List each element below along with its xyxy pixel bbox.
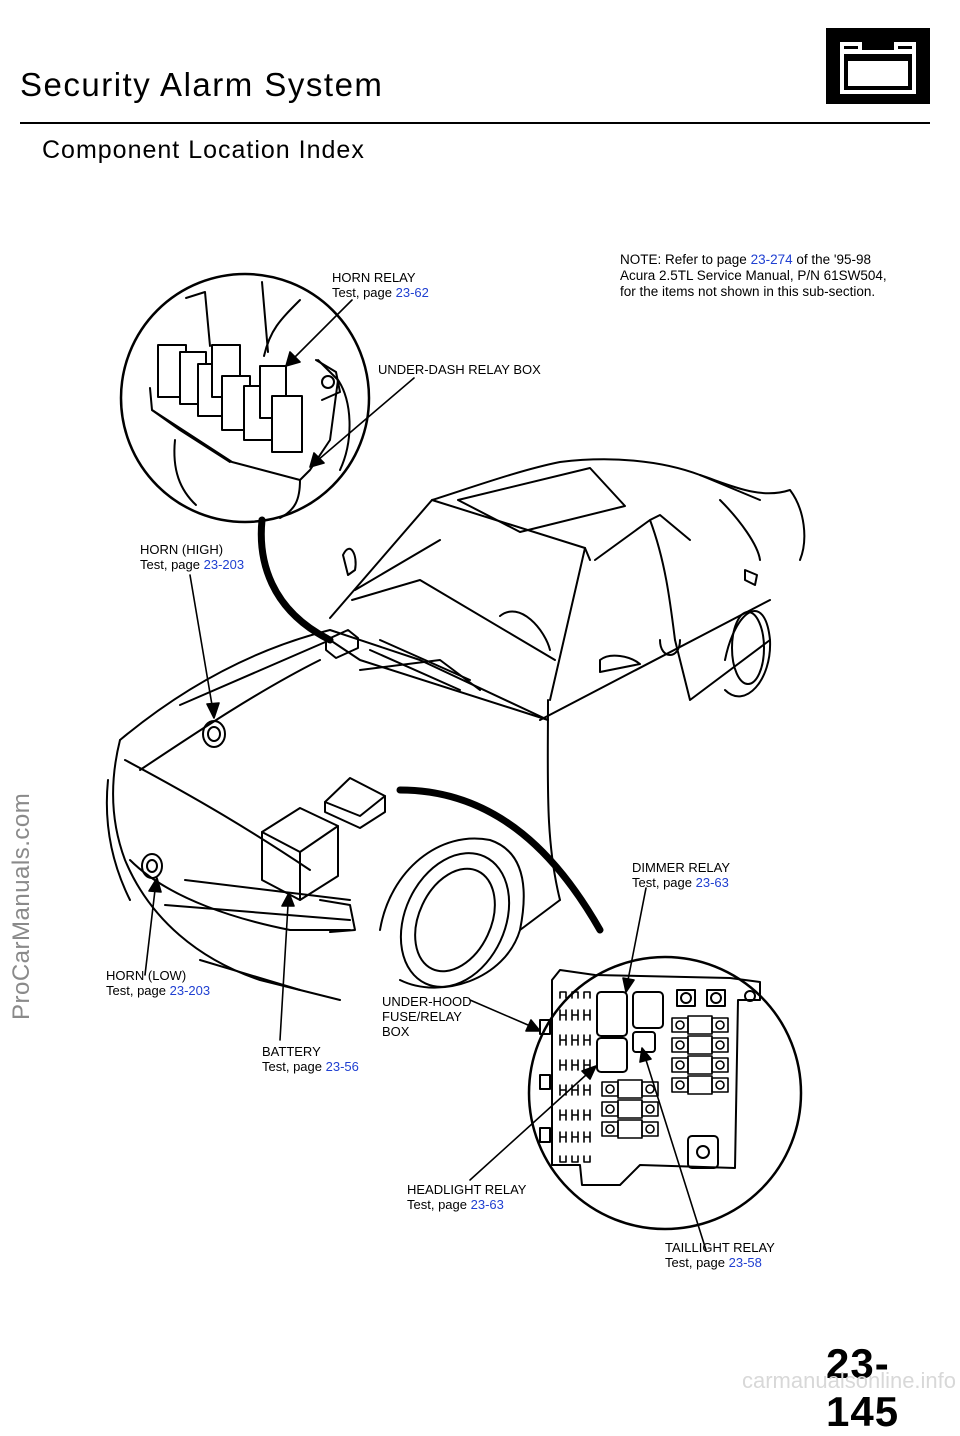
battery-label: BATTERY Test, page 23-56 xyxy=(262,1044,359,1074)
page-subtitle: Component Location Index xyxy=(42,136,365,164)
note-page-link[interactable]: 23-274 xyxy=(750,252,793,267)
headlight-relay-label: HEADLIGHT RELAY Test, page 23-63 xyxy=(407,1182,527,1212)
dimmer-relay-label: DIMMER RELAY Test, page 23-63 xyxy=(632,860,730,890)
under-dash-relay-box-inset xyxy=(119,272,371,524)
component-location-illustration xyxy=(105,272,806,1251)
header-rule xyxy=(20,122,930,124)
dimmer-relay-page-link[interactable]: 23-63 xyxy=(695,875,729,890)
leader-lines xyxy=(144,299,707,1251)
under-hood-fuse-relay-box-inset xyxy=(527,955,803,1231)
page-title: Security Alarm System xyxy=(20,66,384,103)
car-illustration xyxy=(105,458,806,1001)
under-dash-relay-box-label: UNDER-DASH RELAY BOX xyxy=(378,362,541,377)
horn-high-page-link[interactable]: 23-203 xyxy=(203,557,245,572)
battery-page-link[interactable]: 23-56 xyxy=(325,1059,359,1074)
horn-relay-label: HORN RELAY Test, page 23-62 xyxy=(332,270,429,300)
taillight-relay-label: TAILLIGHT RELAY Test, page 23-58 xyxy=(665,1240,775,1270)
horn-low-page-link[interactable]: 23-203 xyxy=(169,983,211,998)
horn-relay-page-link[interactable]: 23-62 xyxy=(395,285,429,300)
watermark: ProCarManuals.com xyxy=(8,792,35,1020)
under-hood-fuse-relay-box-label: UNDER-HOOD FUSE/RELAY BOX xyxy=(382,994,472,1039)
taillight-relay-page-link[interactable]: 23-58 xyxy=(728,1255,762,1270)
horn-high-label: HORN (HIGH) Test, page 23-203 xyxy=(140,542,245,572)
horn-low-label: HORN (LOW) Test, page 23-203 xyxy=(106,968,211,998)
battery-icon xyxy=(826,28,930,104)
footer-site: carmanualsonline.info xyxy=(742,1368,957,1393)
headlight-relay-page-link[interactable]: 23-63 xyxy=(470,1197,504,1212)
service-note: NOTE: Refer to page 23-274 of the '95-98… xyxy=(620,252,887,299)
